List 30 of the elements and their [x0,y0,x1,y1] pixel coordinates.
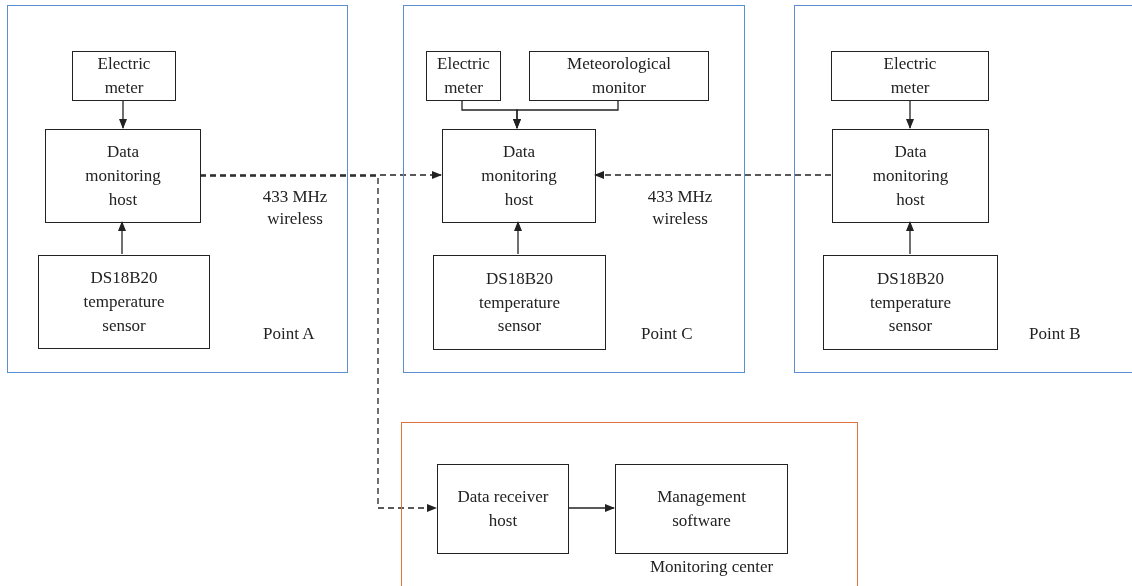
arrow [567,504,615,512]
process-box: DS18B20 temperature sensor [433,255,606,350]
group-label: Monitoring center [650,557,774,577]
process-box: Management software [615,464,788,554]
arrow [594,171,832,179]
group-frame [794,5,1132,373]
process-box: Data monitoring host [442,129,596,223]
arrow [119,99,127,129]
process-box: Meteorological monitor [529,51,709,101]
group-frame [403,5,745,373]
process-box: Electric meter [72,51,176,101]
process-box: Data receiver host [437,464,569,554]
arrow [906,221,914,255]
group-label: Point B [1029,324,1081,344]
process-box: Electric meter [426,51,501,101]
group-label: Point C [641,324,693,344]
arrow [199,171,442,179]
arrow [199,175,437,512]
arrow [118,221,126,255]
arrow [906,99,914,129]
process-box: Electric meter [831,51,989,101]
process-box: DS18B20 temperature sensor [38,255,210,349]
process-box: Data monitoring host [832,129,989,223]
group-label: Point A [263,324,315,344]
group-frame [7,5,348,373]
process-box: Data monitoring host [45,129,201,223]
group-frame [401,422,858,586]
arrow [513,99,619,129]
arrow [514,221,522,255]
process-box: DS18B20 temperature sensor [823,255,998,350]
